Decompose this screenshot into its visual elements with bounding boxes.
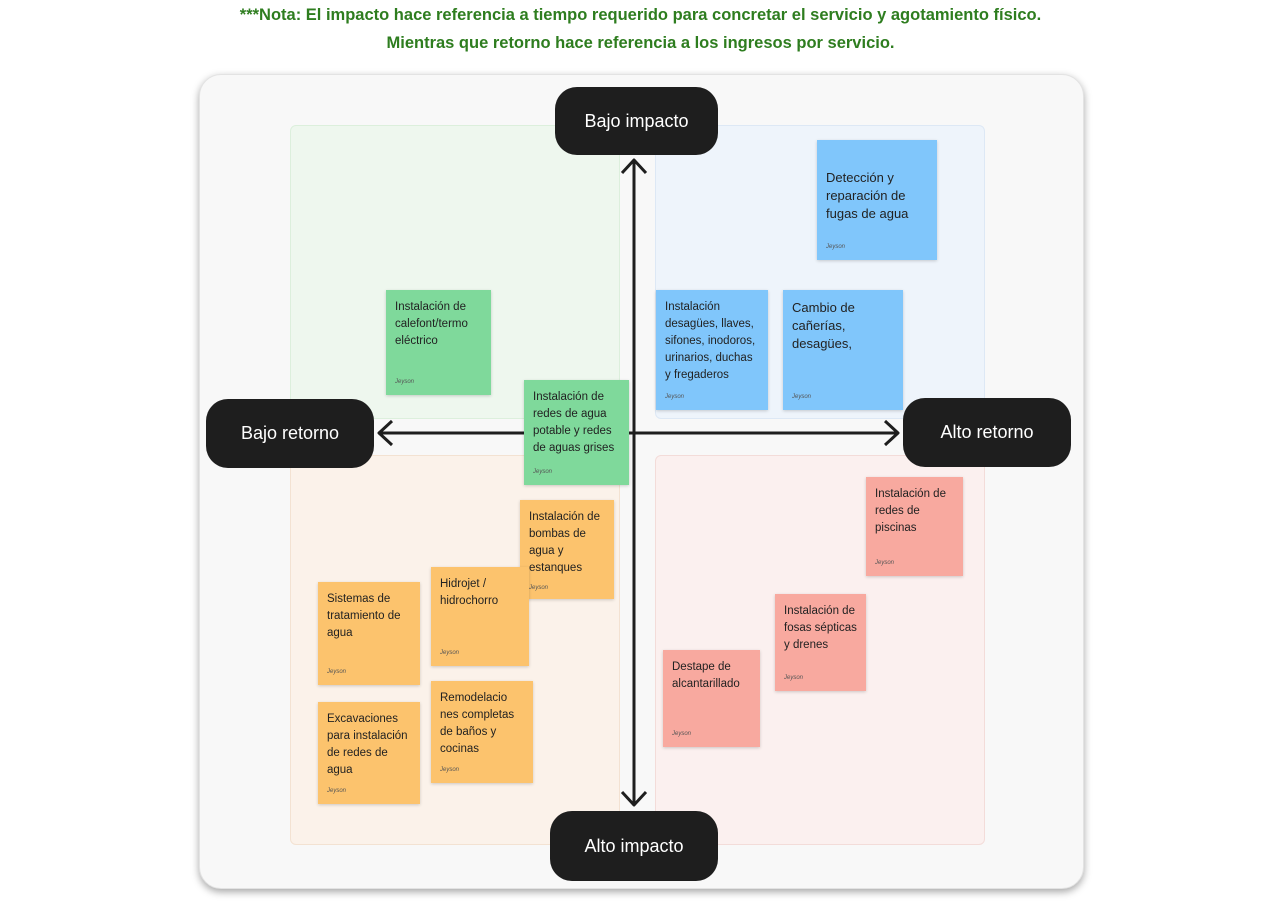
sticky-note-text: Instalación desagües, llaves, sifones, i…	[665, 301, 756, 381]
sticky-note[interactable]: Instalación de fosas sépticas y drenes J…	[775, 594, 866, 691]
sticky-note[interactable]: Destape de alcantarillado Jeyson	[663, 650, 760, 747]
sticky-note[interactable]: Excavaciones para instalación de redes d…	[318, 702, 420, 804]
arrow-right-icon	[883, 419, 900, 447]
sticky-note[interactable]: Instalación de bombas de agua y estanque…	[520, 500, 614, 599]
note-line-2: Mientras que retorno hace referencia a l…	[386, 34, 895, 52]
sticky-note-author: Jeyson	[665, 394, 685, 400]
sticky-note-author: Jeyson	[327, 669, 347, 675]
sticky-note-author: Jeyson	[792, 394, 812, 400]
sticky-note[interactable]: Remodelacio nes completas de baños y coc…	[431, 681, 533, 783]
sticky-note-author: Jeyson	[327, 788, 347, 794]
sticky-note-text: Cambio de cañerías, desagües,	[792, 300, 855, 351]
sticky-note-author: Jeyson	[440, 767, 460, 773]
sticky-note[interactable]: Cambio de cañerías, desagües, Jeyson	[783, 290, 903, 410]
axis-label-high-impact: Alto impacto	[550, 811, 718, 881]
sticky-note-text: Instalación de calefont/termo eléctrico	[395, 301, 468, 347]
sticky-note-author: Jeyson	[784, 675, 804, 681]
sticky-note[interactable]: Detección y reparación de fugas de agua …	[817, 140, 937, 260]
sticky-note[interactable]: Sistemas de tratamiento de agua Jeyson	[318, 582, 420, 685]
axis-label-low-return: Bajo retorno	[206, 399, 374, 468]
sticky-note-author: Jeyson	[826, 244, 846, 250]
sticky-note-author: Jeyson	[529, 585, 549, 591]
arrow-left-icon	[377, 419, 394, 447]
sticky-note[interactable]: Instalación de redes de agua potable y r…	[524, 380, 629, 485]
sticky-note-author: Jeyson	[440, 650, 460, 656]
note-line-1: ***Nota: El impacto hace referencia a ti…	[239, 6, 1042, 24]
sticky-note-text: Instalación de bombas de agua y estanque…	[529, 511, 600, 574]
sticky-note-text: Excavaciones para instalación de redes d…	[327, 713, 408, 776]
sticky-note-text: Detección y reparación de fugas de agua	[826, 170, 909, 221]
sticky-note-author: Jeyson	[875, 560, 895, 566]
sticky-note-text: Sistemas de tratamiento de agua	[327, 593, 401, 639]
sticky-note-text: Destape de alcantarillado	[672, 661, 740, 690]
sticky-note[interactable]: Instalación desagües, llaves, sifones, i…	[656, 290, 768, 410]
axis-label-high-return: Alto retorno	[903, 398, 1071, 467]
arrow-up-icon	[620, 158, 648, 175]
sticky-note[interactable]: Instalación de redes de piscinas Jeyson	[866, 477, 963, 576]
axis-label-low-impact: Bajo impacto	[555, 87, 718, 155]
sticky-note-text: Remodelacio nes completas de baños y coc…	[440, 692, 515, 755]
arrow-down-icon	[620, 790, 648, 807]
sticky-note-author: Jeyson	[395, 379, 415, 385]
sticky-note-text: Instalación de redes de agua potable y r…	[533, 391, 615, 454]
sticky-note-author: Jeyson	[672, 731, 692, 737]
sticky-note[interactable]: Instalación de calefont/termo eléctrico …	[386, 290, 491, 395]
sticky-note-text: Instalación de fosas sépticas y drenes	[784, 605, 857, 651]
sticky-note-text: Instalación de redes de piscinas	[875, 488, 946, 534]
sticky-note-text: Hidrojet / hidrochorro	[440, 578, 499, 607]
sticky-note[interactable]: Hidrojet / hidrochorro Jeyson	[431, 567, 529, 666]
sticky-note-author: Jeyson	[533, 469, 553, 475]
